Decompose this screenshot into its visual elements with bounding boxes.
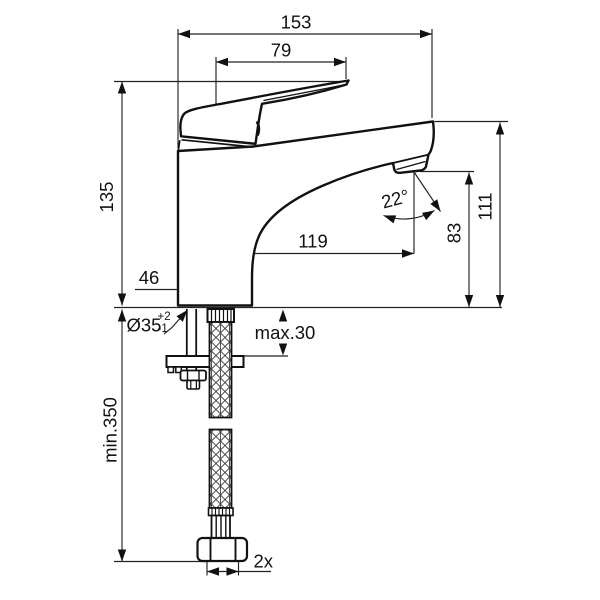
hose-bottom-ferrule-ribs <box>211 508 231 515</box>
label-base-width: 46 <box>139 267 160 288</box>
under-deck-assembly <box>165 308 249 563</box>
label-total-height: 135 <box>96 182 117 213</box>
label-hose-quantity: 2x <box>254 551 274 572</box>
flexible-hose-braid-lower <box>208 428 233 509</box>
hose-connection-nut-flats <box>209 538 237 561</box>
label-hole-diameter: Ø35 <box>127 315 162 336</box>
bracket-tooth <box>167 366 175 374</box>
hose-top-ferrule-ribs <box>210 310 232 321</box>
label-spout-top-height: 111 <box>475 192 496 220</box>
mounting-bracket-plate <box>165 355 245 368</box>
label-spout-reach: 119 <box>298 231 328 252</box>
stud-end <box>186 379 201 390</box>
dim-spout-top-height-lines <box>434 120 508 307</box>
lever-front-gap-shadow <box>255 120 261 137</box>
fixing-nut-flats <box>186 371 200 381</box>
fixing-nut <box>179 369 207 382</box>
handle-base-rim <box>177 135 254 152</box>
faucet-body-and-spout <box>176 120 435 307</box>
dim-handle-length-lines <box>215 57 347 104</box>
flexible-hose-braid-upper <box>208 321 233 419</box>
faucet <box>176 79 435 307</box>
dimension-lines <box>114 29 508 576</box>
label-hole-tol-plus: +2 <box>158 311 171 323</box>
aerator-top-edge <box>392 153 430 164</box>
aerator-lip-line <box>396 160 426 171</box>
label-hole-tol-minus: -1 <box>158 323 168 335</box>
label-outlet-height: 83 <box>444 223 465 244</box>
label-max-deck-thickness: max.30 <box>255 322 316 343</box>
dim-overall-length-lines <box>177 29 433 148</box>
label-min-hose-length: min.350 <box>100 397 121 463</box>
dim-min-hose-length-lines <box>114 309 206 563</box>
lever-top-face-line <box>263 83 347 102</box>
hose-connection-nut <box>196 536 249 563</box>
dim-outlet-height-lines <box>420 170 474 307</box>
bracket-tooth <box>175 366 183 374</box>
hose-crimp-ridges <box>215 516 227 538</box>
lever-handle <box>179 79 350 145</box>
dim-total-height-lines <box>114 80 346 306</box>
label-overall-length: 153 <box>281 12 312 33</box>
stud-end-flats <box>190 381 197 389</box>
label-handle-length: 79 <box>271 40 292 61</box>
